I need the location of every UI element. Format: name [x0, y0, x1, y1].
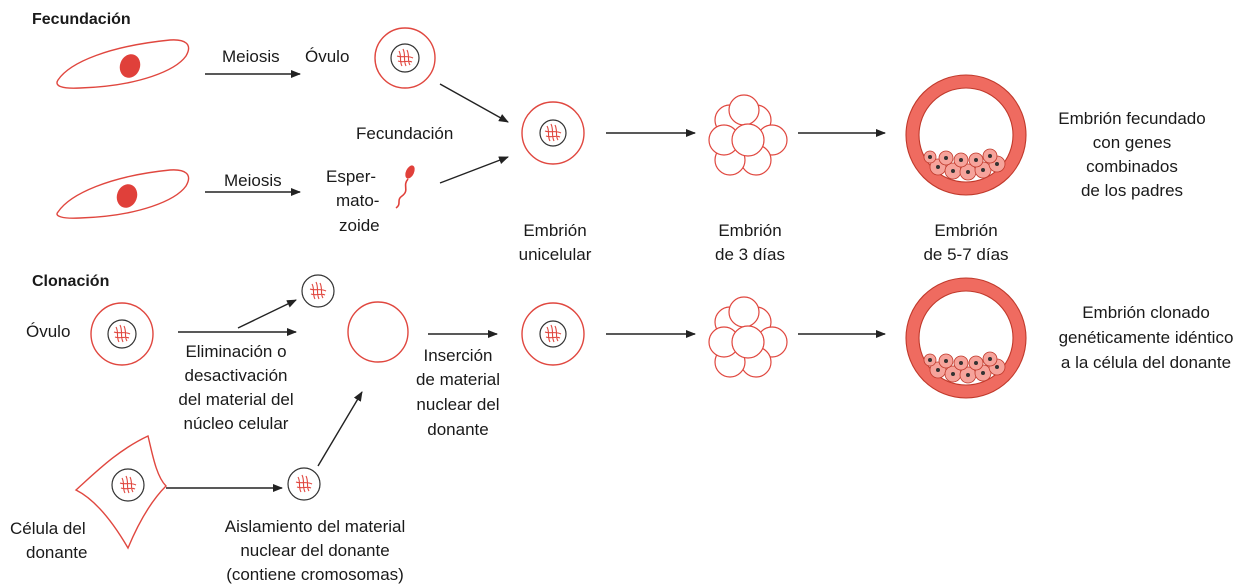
label-ins-2: de material — [416, 370, 500, 389]
embryo-3-days — [708, 94, 788, 176]
donor-nucleus — [287, 467, 321, 501]
label-esper-2: mato- — [336, 191, 379, 210]
label-ais-1: Aislamiento del material — [225, 517, 405, 536]
label-ais-3: (contiene cromosomas) — [226, 565, 404, 584]
label-donor-2: donante — [26, 543, 87, 562]
result-clonado-line-2: genéticamente idéntico — [1059, 328, 1234, 347]
arrow-nucleus-to-ovum — [317, 391, 363, 467]
label-unicelular-2: unicelular — [519, 245, 592, 264]
label-ins-4: donante — [427, 420, 488, 439]
nucleus-icon — [116, 184, 138, 208]
label-esper-3: zoide — [339, 216, 380, 235]
label-fecundacion: Fecundación — [356, 124, 453, 143]
result-fecundado-line-4: de los padres — [1081, 181, 1183, 200]
ovum-cell — [374, 27, 436, 89]
clone-embryo-one-cell — [521, 302, 585, 366]
embryo-5-7-days — [905, 74, 1027, 196]
label-ins-3: nuclear del — [416, 395, 499, 414]
enucleated-ovum — [347, 301, 409, 363]
ovum-cell-clon — [90, 302, 154, 366]
label-5-7-dias-1: Embrión — [934, 221, 997, 240]
label-elim-2: desactivación — [184, 366, 287, 385]
label-meiosis-bottom: Meiosis — [224, 171, 282, 190]
label-elim-1: Eliminación o — [185, 342, 286, 361]
label-ovulo-clon: Óvulo — [26, 322, 70, 341]
donor-cell — [74, 435, 167, 550]
label-meiosis-top: Meiosis — [222, 47, 280, 66]
label-ovulo-top: Óvulo — [305, 47, 349, 66]
label-esper-1: Esper- — [326, 167, 376, 186]
result-fecundado-line-2: con genes — [1093, 133, 1171, 152]
sperm-icon — [395, 165, 415, 209]
label-3-dias-1: Embrión — [718, 221, 781, 240]
arrow-ovulo-to-embrion — [439, 83, 509, 123]
embryo-one-cell — [521, 101, 585, 165]
clone-morula — [708, 296, 788, 378]
label-donor-1: Célula del — [10, 519, 86, 538]
label-5-7-dias-2: de 5-7 días — [923, 245, 1008, 264]
result-clonado-line-3: a la célula del donante — [1061, 353, 1231, 372]
title-clonacion: Clonación — [32, 273, 109, 290]
arrow-to-removed-nucleus — [237, 299, 297, 329]
parent-cell-top — [56, 39, 190, 89]
label-3-dias-2: de 3 días — [715, 245, 785, 264]
removed-nucleus — [301, 274, 335, 308]
label-ais-2: nuclear del donante — [240, 541, 389, 560]
result-fecundado-line-1: Embrión fecundado — [1058, 109, 1205, 128]
parent-cell-bottom — [56, 169, 190, 219]
nucleus-icon — [119, 54, 141, 78]
arrow-sperm-to-embrion — [439, 156, 509, 184]
result-fecundado-line-3: combinados — [1086, 157, 1178, 176]
label-elim-4: núcleo celular — [184, 414, 289, 433]
label-elim-3: del material del — [178, 390, 293, 409]
title-fecundacion: Fecundación — [32, 11, 131, 28]
clone-blastocyst — [905, 277, 1027, 399]
label-unicelular-1: Embrión — [523, 221, 586, 240]
label-ins-1: Inserción — [424, 346, 493, 365]
result-clonado-line-1: Embrión clonado — [1082, 303, 1210, 322]
